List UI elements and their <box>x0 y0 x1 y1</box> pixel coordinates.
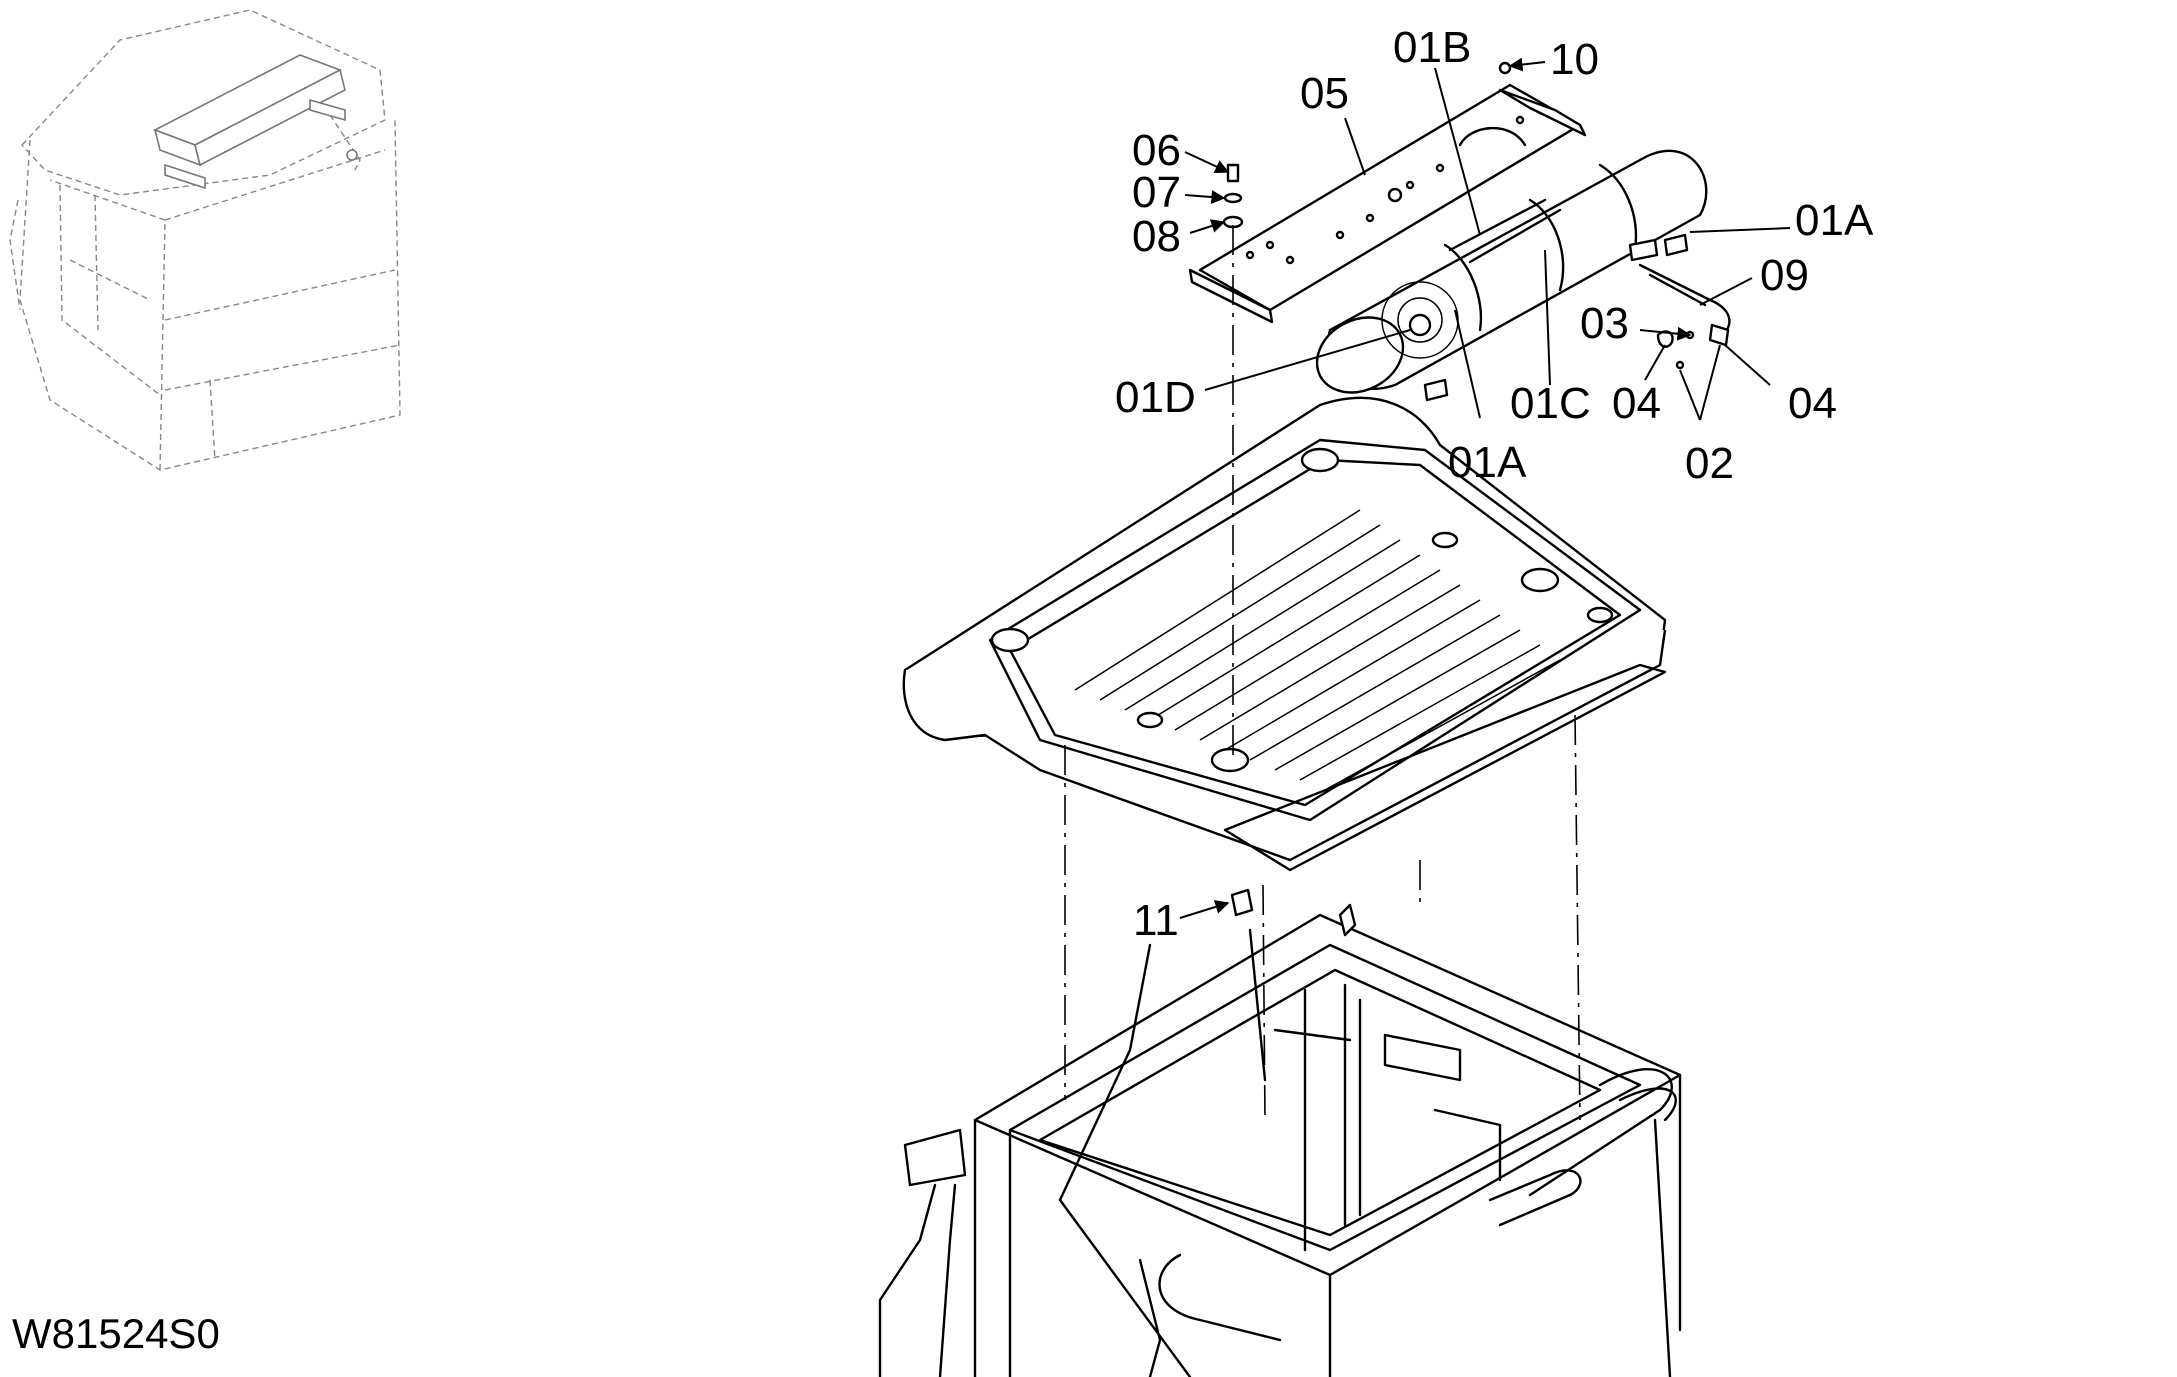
bolt-stack-06-07-08 <box>1222 163 1244 229</box>
callout-09: 09 <box>1760 251 1809 300</box>
callout-01b: 01B <box>1393 23 1471 72</box>
callout-08: 08 <box>1132 212 1181 261</box>
blower-housing-01 <box>1315 149 1708 402</box>
callout-04-left: 04 <box>1612 379 1661 428</box>
callout-05: 05 <box>1300 69 1349 118</box>
mounting-plate-05 <box>1188 83 1587 324</box>
callout-01c: 01C <box>1510 379 1591 428</box>
callout-02: 02 <box>1685 439 1734 488</box>
callout-10: 10 <box>1550 35 1599 84</box>
overview-cab-thumbnail <box>9 9 401 471</box>
leader-lines <box>1179 57 1791 919</box>
bracket-09 <box>1638 263 1731 370</box>
callout-04-right: 04 <box>1788 379 1837 428</box>
callout-06: 06 <box>1132 126 1181 175</box>
callout-11: 11 <box>1133 896 1179 945</box>
roof-panel <box>902 396 1667 872</box>
clip-11 <box>1230 888 1254 917</box>
callout-03: 03 <box>1580 299 1629 348</box>
drawing-code: W81524S0 <box>12 1310 220 1357</box>
screw-10 <box>1498 61 1512 75</box>
callout-01a-bottom: 01A <box>1448 438 1527 487</box>
callout-01a-right: 01A <box>1795 196 1874 245</box>
callout-labels: 01B 10 05 06 07 08 01A 09 03 01D 01C 04 … <box>1115 23 1874 945</box>
cab-frame <box>878 903 1682 1377</box>
callout-07: 07 <box>1132 168 1181 217</box>
alignment-lines <box>1064 225 1672 1377</box>
callout-01d: 01D <box>1115 373 1196 422</box>
